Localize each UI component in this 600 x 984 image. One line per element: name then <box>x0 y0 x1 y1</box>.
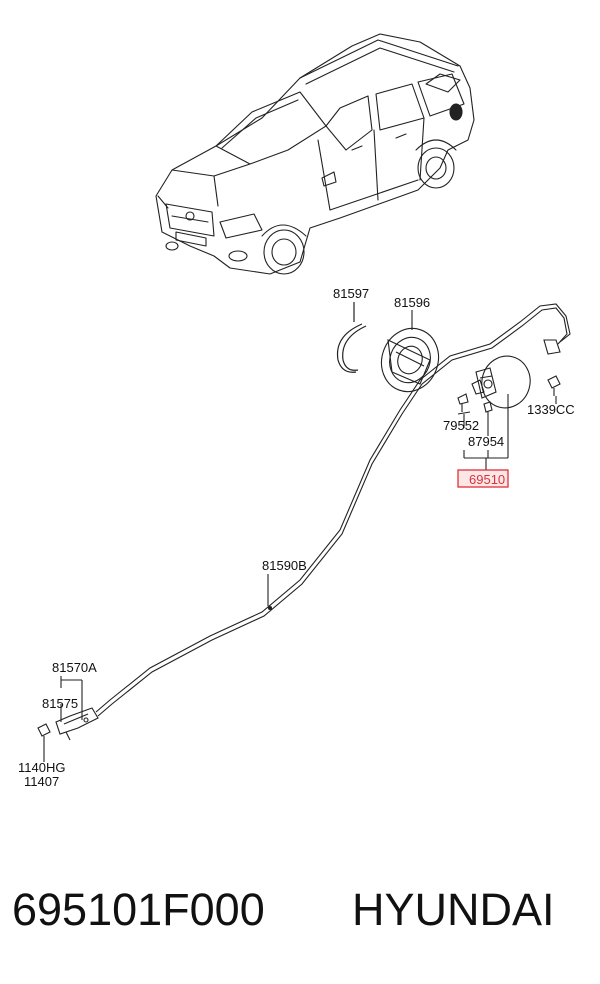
brand-name: HYUNDAI <box>352 884 555 935</box>
footer: 695101F000 HYUNDAI <box>0 870 600 950</box>
vehicle-illustration <box>155 33 475 275</box>
callout-81596: 81596 <box>394 295 430 310</box>
callout-81597: 81597 <box>333 286 369 301</box>
callout-79552: 79552 <box>443 418 479 433</box>
callout-81570a: 81570A <box>52 660 97 675</box>
callout-69510: 69510 <box>469 472 505 487</box>
snap-ring-81597 <box>336 302 367 373</box>
fuel-filler-door-69510 <box>471 355 531 409</box>
callout-11407: 11407 <box>24 774 59 789</box>
callout-1140hg: 1140HG <box>18 760 65 775</box>
release-lever-assembly <box>37 396 557 762</box>
lock-parts-79552-87954 <box>457 393 509 472</box>
filler-housing-81596 <box>380 310 440 393</box>
release-cable-81590b <box>95 303 571 717</box>
part-number: 695101F000 <box>12 884 265 935</box>
screw-1339cc <box>547 375 561 396</box>
callout-81590b: 81590B <box>262 558 307 573</box>
callout-81575: 81575 <box>42 696 78 711</box>
callout-87954: 87954 <box>468 434 504 449</box>
callout-1339cc: 1339CC <box>527 402 575 417</box>
highlight-box-69510 <box>457 469 509 488</box>
